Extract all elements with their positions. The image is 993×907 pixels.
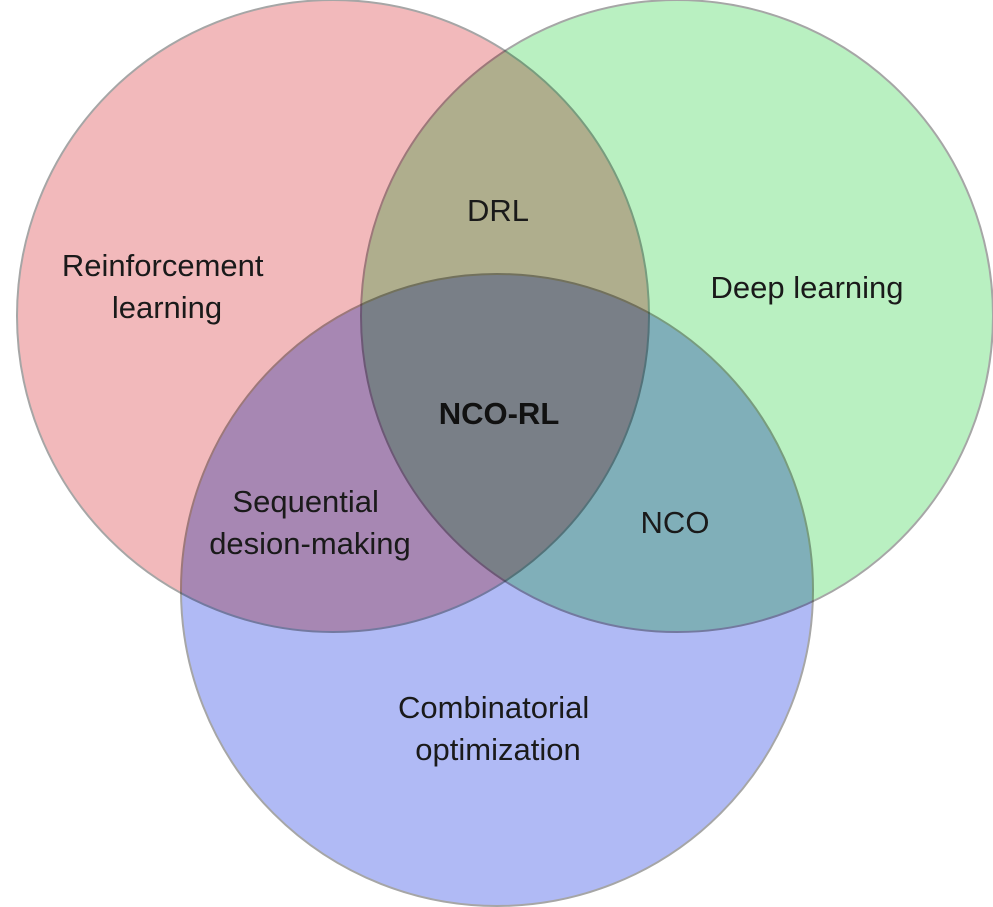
deep-learning-label-line1: Deep learning [710, 270, 903, 305]
reinforcement-learning-label-line1: Reinforcement [62, 248, 264, 283]
nco-label: NCO [641, 505, 710, 540]
combinatorial-optimization-label: Combinatorial optimization [398, 690, 598, 767]
deep-learning-label: Deep learning [710, 270, 903, 305]
sequential-decision-making-label-line2: desion-making [209, 526, 411, 561]
sequential-decision-making-label: Sequential desion-making [209, 484, 411, 561]
drl-label: DRL [467, 193, 529, 228]
sequential-decision-making-label-line1: Sequential [232, 484, 379, 519]
nco-rl-label: NCO-RL [439, 396, 560, 431]
combinatorial-optimization-label-line1: Combinatorial [398, 690, 589, 725]
reinforcement-learning-label: Reinforcement learning [62, 248, 272, 325]
combinatorial-optimization-circle [180, 273, 814, 907]
reinforcement-learning-label-line2: learning [112, 290, 222, 325]
combinatorial-optimization-label-line2: optimization [415, 732, 580, 767]
